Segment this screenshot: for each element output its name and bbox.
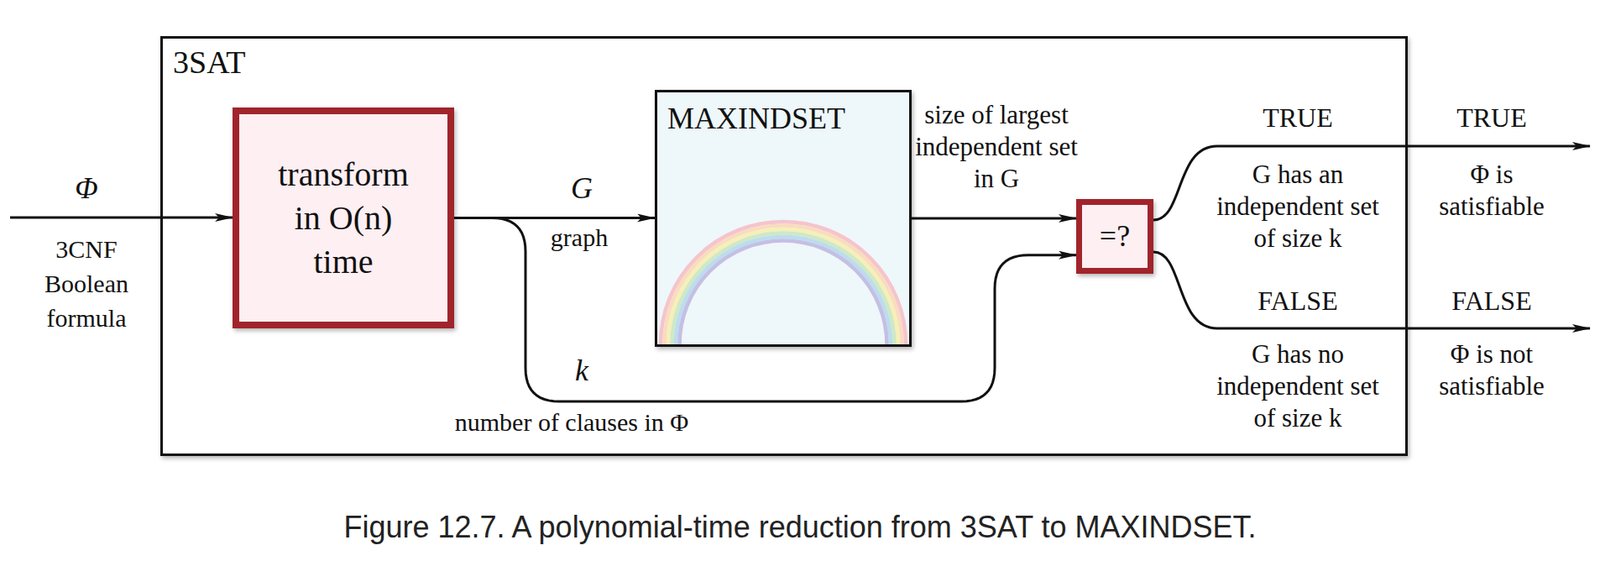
oracle-fill	[654, 89, 912, 347]
rainbow-band	[672, 233, 895, 346]
rainbow-band	[679, 240, 888, 346]
figure-caption: Figure 12.7. A polynomial-time reduction…	[0, 508, 1600, 546]
wire-label: graph	[528, 221, 630, 254]
box-title: MAXINDSET	[667, 100, 846, 137]
box-title: 3SAT	[172, 43, 246, 83]
branch-note: G has an independent set of size k	[1213, 158, 1382, 255]
wire-label: number of clauses in Φ	[412, 406, 732, 439]
compare-box: =?	[1076, 198, 1154, 274]
input-label: 3CNF Boolean formula	[23, 231, 150, 335]
rainbow-band	[664, 225, 903, 346]
process-text: transform in O(n) time	[268, 152, 419, 284]
rainbow-band	[668, 229, 899, 345]
input-wire	[10, 216, 233, 220]
connector-arrow	[454, 218, 1077, 403]
false-wire	[1153, 251, 1590, 329]
signal-name: Φ	[52, 170, 121, 207]
compare-symbol: =?	[1099, 218, 1130, 255]
rainbow-band	[675, 236, 891, 345]
output-note: Φ is satisfiable	[1424, 158, 1559, 223]
edge-label: size of largest independent set in G	[913, 99, 1080, 195]
transform-box: transform in O(n) time	[232, 107, 455, 329]
rainbow-band	[660, 221, 906, 345]
oracle-box: MAXINDSET	[654, 89, 912, 347]
branch-label: TRUE	[1230, 100, 1365, 135]
output-label: FALSE	[1424, 283, 1559, 318]
branch-label: FALSE	[1230, 283, 1365, 318]
connector-arrow	[911, 217, 1077, 220]
output-note: Φ is not satisfiable	[1424, 338, 1559, 403]
output-label: TRUE	[1424, 100, 1559, 135]
rainbow	[660, 221, 906, 345]
branch-note: G has no independent set of size k	[1213, 338, 1382, 434]
signal-name: G	[548, 170, 616, 207]
signal-name: k	[548, 352, 616, 389]
